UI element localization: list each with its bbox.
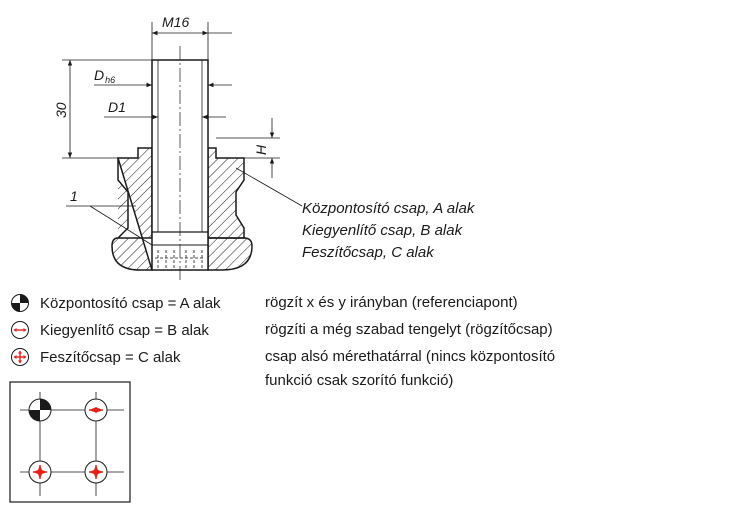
legend-desc-c-cont: funkció csak szorító funkció) [265,372,454,389]
part-number-label: 1 [70,188,78,204]
variant-a-label: Központosító csap, A alak [302,200,476,217]
legend-row-a: Központosító csap = A alak [10,293,265,313]
legend-desc-a: rögzít x és y irányban (referenciapont) [265,294,518,311]
centering-symbol-icon [11,294,29,312]
legend-name-b: Kiegyenlítő csap = B alak [40,321,209,339]
pin-shaft [151,46,209,282]
clamping-symbol-icon [11,348,29,366]
layout-schematic [9,381,131,503]
legend-name-a: Központosító csap = A alak [40,294,221,312]
bushing-section [111,147,253,271]
dimension-labels: M16 Dh6 D1 30 H 1 Központosító csap, A a… [53,14,476,261]
dh6-label: Dh6 [94,67,115,85]
legend-desc-b: rögzíti a még szabad tengelyt (rögzítőcs… [265,321,553,338]
legend-row-b: Kiegyenlítő csap = B alak [10,320,265,340]
dimensions [62,22,303,246]
legend-row-c: Feszítőcsap = C alak [10,347,265,367]
d1-label: D1 [108,99,126,115]
height-label: H [253,144,269,155]
variant-c-label: Feszítőcsap, C alak [302,244,435,261]
thread-label: M16 [162,14,189,30]
legend-desc-c: csap alsó mérethatárral (nincs központos… [265,348,556,365]
legend-name-c: Feszítőcsap = C alak [40,348,181,366]
length-label: 30 [53,102,69,118]
compensating-symbol-icon [11,321,29,339]
variant-b-label: Kiegyenlítő csap, B alak [302,222,464,239]
